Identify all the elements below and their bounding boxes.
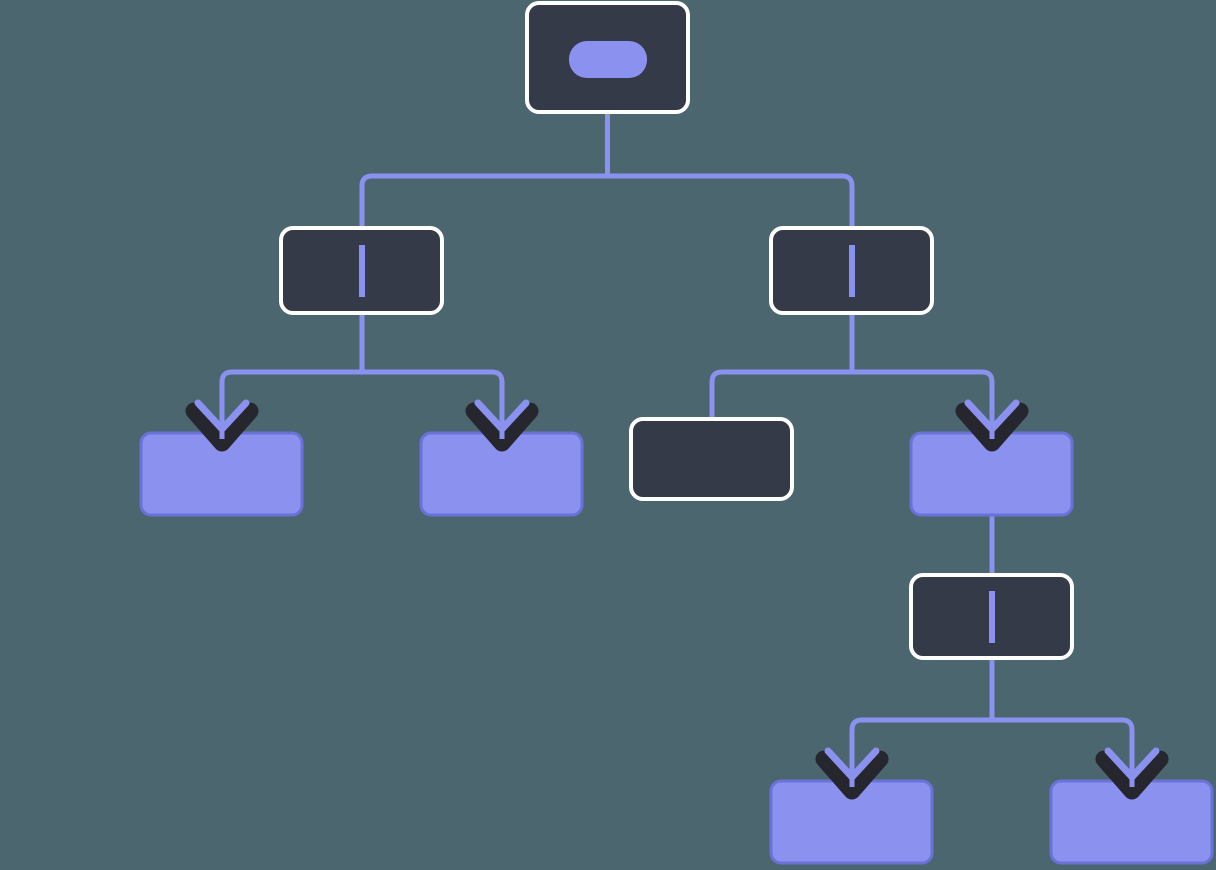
arrowhead-dark [815,750,889,800]
connector-n1-to-n4 [359,313,505,433]
edge-layer [219,112,1135,781]
arrowhead-icon-n9 [1095,741,1169,800]
node-marker-bar-icon [849,245,855,297]
node-marker-bar-icon [989,591,995,643]
arrowhead-dark [955,402,1029,452]
node-layer [139,1,1214,865]
connector-n1-to-n3 [219,313,365,433]
connector-n2-to-n6 [849,313,995,433]
arrowhead-dark [1095,750,1169,800]
arrowhead-icon-n3 [185,393,259,452]
connector-n0-to-n1 [359,112,610,228]
node-body-dark[interactable] [629,417,794,501]
arrowhead-dark [185,402,259,452]
arrowhead-dark [465,402,539,452]
connector-n7-to-n8 [849,658,995,781]
arrowhead-icon-n6 [955,393,1029,452]
arrowhead-icon-n8 [815,741,889,800]
connector-n0-to-n2 [605,112,855,228]
node-marker-bar-icon [359,245,365,297]
node-n1-dark[interactable] [279,226,444,315]
node-n7-dark[interactable] [909,573,1074,660]
connector-n2-to-n5 [709,313,855,419]
node-n5-dark[interactable] [629,417,794,501]
node-n2-dark[interactable] [769,226,934,315]
connector-n7-to-n9 [989,658,1135,781]
node-n0-dark[interactable] [525,1,690,114]
arrow-layer [185,393,1169,800]
arrowhead-icon-n4 [465,393,539,452]
node-marker-pill-icon [569,41,647,78]
